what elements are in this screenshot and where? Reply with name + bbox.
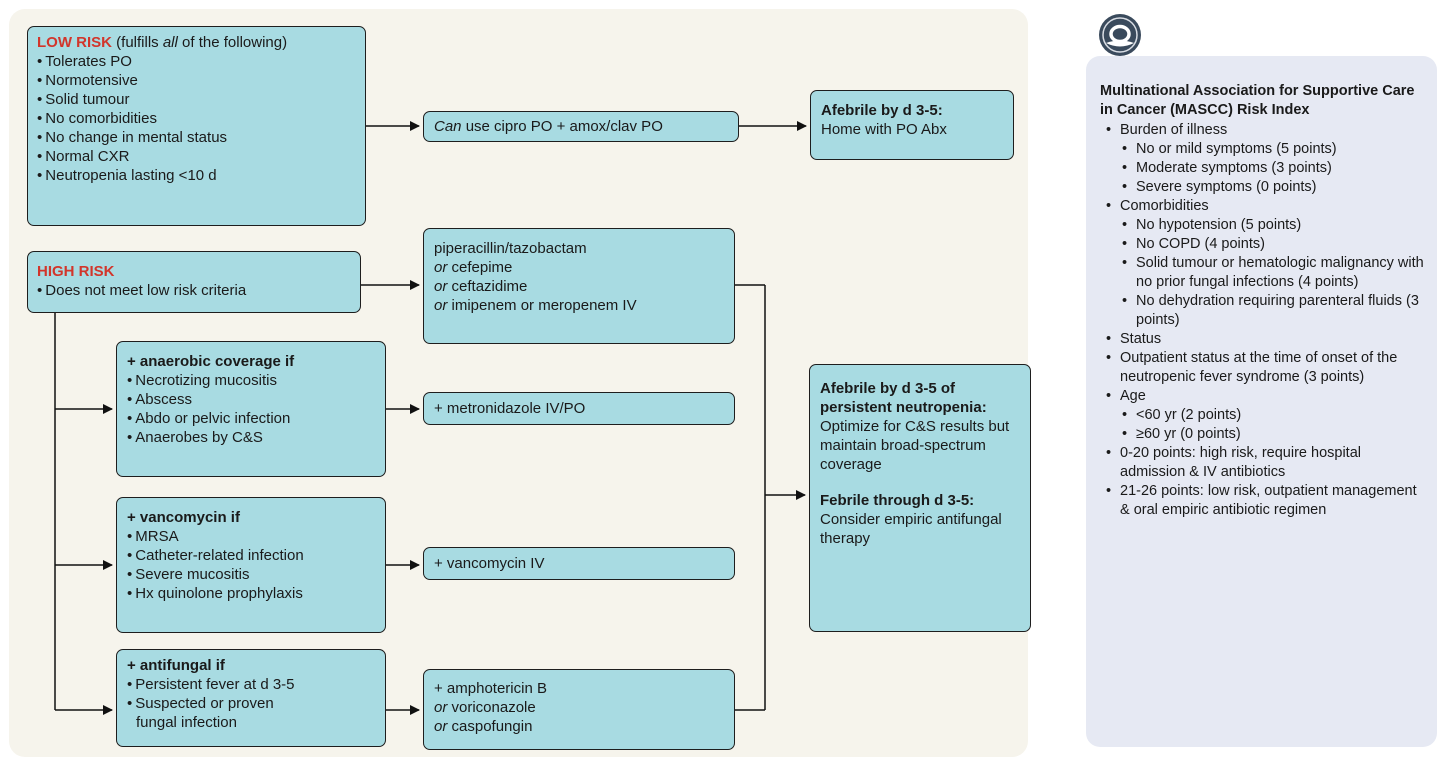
list-item: <60 yr (2 points) [1100, 406, 1427, 425]
list-item: Anaerobes by C&S [127, 428, 375, 447]
high-risk-box: HIGH RISK Does not meet low risk criteri… [27, 251, 361, 313]
high-risk-treatment-box: piperacillin/tazobactam or cefepime or c… [423, 228, 735, 344]
anaerobic-coverage-box: + anaerobic coverage if Necrotizing muco… [116, 341, 386, 477]
list-item: Necrotizing mucositis [127, 371, 375, 390]
mascc-logo-icon [1099, 14, 1141, 56]
list-item: No COPD (4 points) [1100, 235, 1427, 254]
list-item: Normal CXR [37, 147, 356, 166]
low-risk-criteria-list: Tolerates PO Normotensive Solid tumour N… [37, 52, 356, 185]
list-item: No dehydration requiring parenteral flui… [1100, 292, 1427, 330]
mascc-criteria-list: Burden of illnessNo or mild symptoms (5 … [1100, 121, 1427, 520]
list-item: Abdo or pelvic infection [127, 409, 375, 428]
low-risk-outcome-box: Afebrile by d 3-5: Home with PO Abx [810, 90, 1014, 160]
low-risk-treatment-box: Can use cipro PO + amox/clav PO [423, 111, 739, 142]
list-item: Abscess [127, 390, 375, 409]
low-risk-box: LOW RISK (fulfills all of the following)… [27, 26, 366, 226]
list-item: Suspected or proven [127, 694, 375, 713]
list-item: Status [1100, 330, 1427, 349]
list-item: No change in mental status [37, 128, 356, 147]
list-item: ≥60 yr (0 points) [1100, 425, 1427, 444]
list-item: Outpatient status at the time of onset o… [1100, 349, 1427, 387]
list-item: 0-20 points: high risk, require hospital… [1100, 444, 1427, 482]
list-item: Age [1100, 387, 1427, 406]
list-item: Neutropenia lasting <10 d [37, 166, 356, 185]
list-item: Severe mucositis [127, 565, 375, 584]
mascc-risk-index-panel: Multinational Association for Supportive… [1086, 56, 1437, 747]
vancomycin-criteria-box: + vancomycin if MRSA Catheter-related in… [116, 497, 386, 633]
list-item: Hx quinolone prophylaxis [127, 584, 375, 603]
antifungal-criteria-box: + antifungal if Persistent fever at d 3-… [116, 649, 386, 747]
list-item: Solid tumour [37, 90, 356, 109]
vancomycin-treatment-box: + vancomycin IV [423, 547, 735, 580]
list-item: MRSA [127, 527, 375, 546]
low-risk-outcome-heading: Afebrile by d 3-5: [821, 102, 943, 119]
list-item: Persistent fever at d 3-5 [127, 675, 375, 694]
list-item: fungal infection [136, 714, 237, 731]
list-item: Tolerates PO [37, 52, 356, 71]
mascc-title: Multinational Association for Supportive… [1100, 83, 1415, 118]
list-item: Catheter-related infection [127, 546, 375, 565]
antifungal-treatment-box: + amphotericin B or voriconazole or casp… [423, 669, 735, 750]
metronidazole-box: + metronidazole IV/PO [423, 392, 735, 425]
list-item: Burden of illness [1100, 121, 1427, 140]
list-item: Comorbidities [1100, 197, 1427, 216]
list-item: No hypotension (5 points) [1100, 216, 1427, 235]
high-risk-heading: HIGH RISK [37, 263, 115, 280]
low-risk-heading: LOW RISK [37, 34, 112, 51]
list-item: Does not meet low risk criteria [37, 281, 351, 300]
list-item: No comorbidities [37, 109, 356, 128]
list-item: Moderate symptoms (3 points) [1100, 159, 1427, 178]
list-item: Normotensive [37, 71, 356, 90]
list-item: No or mild symptoms (5 points) [1100, 140, 1427, 159]
list-item: 21-26 points: low risk, outpatient manag… [1100, 482, 1427, 520]
list-item: Severe symptoms (0 points) [1100, 178, 1427, 197]
high-risk-outcome-box: Afebrile by d 3-5 of persistent neutrope… [809, 364, 1031, 632]
list-item: Solid tumour or hematologic malignancy w… [1100, 254, 1427, 292]
